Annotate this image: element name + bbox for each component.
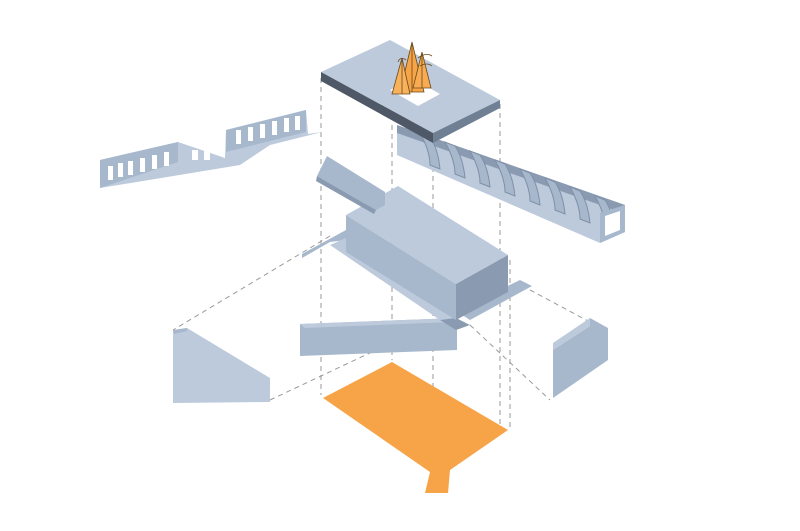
upper-ledge — [316, 156, 385, 214]
courtyard-trees — [391, 41, 433, 95]
left-trapezoid-wall — [173, 328, 270, 403]
front-wall-panel — [300, 318, 457, 356]
right-wall-panel — [553, 318, 608, 398]
perforated-folded-wall — [100, 110, 322, 188]
orange-ground-plane — [323, 362, 508, 493]
arched-colonnade — [397, 125, 625, 243]
central-block — [346, 186, 508, 320]
